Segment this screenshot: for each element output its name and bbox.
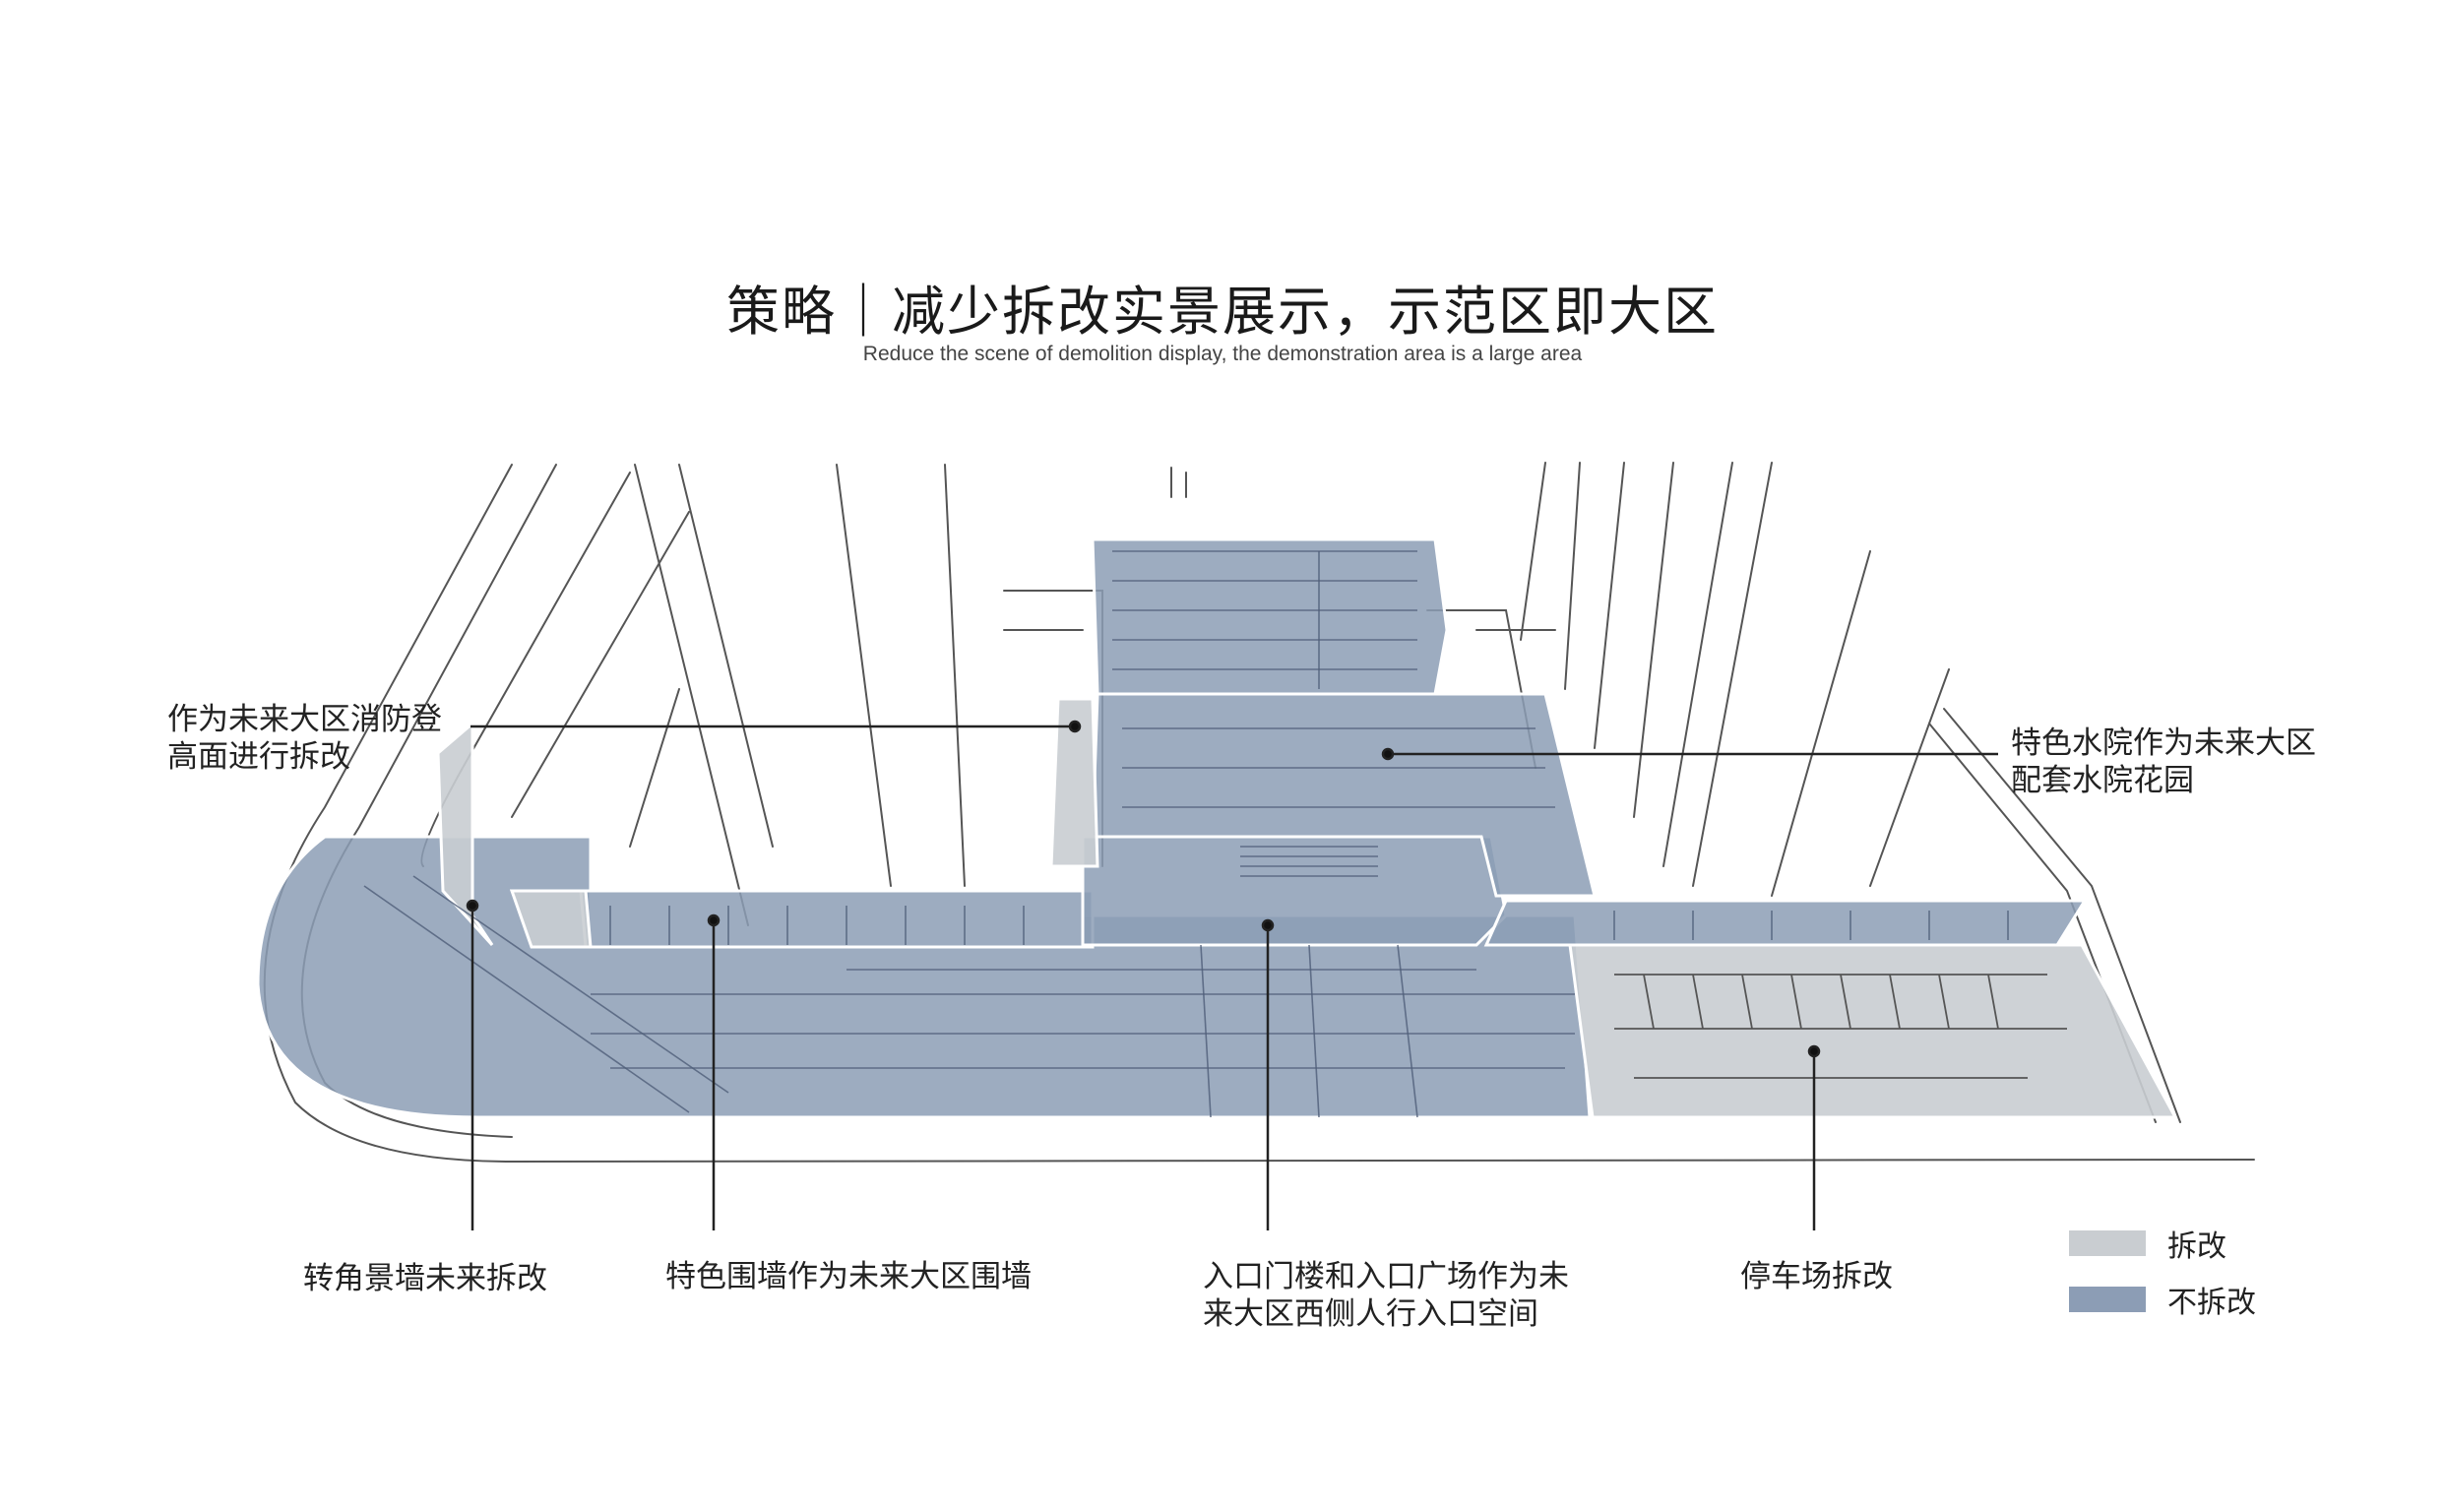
callout-feature-wall-line1: 特色围墙作为未来大区围墙	[665, 1259, 1032, 1294]
callout-feature-wall: 特色围墙作为未来大区围墙	[665, 1258, 1032, 1295]
legend-demolish: 拆改	[2069, 1222, 2226, 1265]
callout-entrance-line1: 入口门楼和入口广场作为未	[1203, 1259, 1569, 1294]
parking-bays	[1614, 974, 2067, 1079]
page-title: 策略｜减少拆改实景展示，示范区即大区	[726, 281, 1719, 343]
legend-keep: 不拆改	[2069, 1278, 2256, 1321]
callout-fire-access-line2: 高面进行拆改	[167, 739, 350, 775]
callout-entrance: 入口门楼和入口广场作为未 来大区西侧人行入口空间	[1203, 1258, 1569, 1333]
callout-fire-access: 作为未来大区消防登 高面进行拆改	[167, 701, 442, 776]
legend-demolish-swatch	[2069, 1230, 2146, 1256]
callout-corner-wall-line1: 转角景墙未来拆改	[303, 1261, 547, 1296]
legend-keep-label: 不拆改	[2167, 1286, 2256, 1320]
callout-fire-access-line1: 作为未来大区消防登	[167, 702, 442, 737]
legend-keep-swatch	[2069, 1287, 2146, 1312]
callout-parking-line1: 停车场拆改	[1740, 1259, 1893, 1294]
callout-water-court-line1: 特色水院作为未来大区	[2011, 725, 2316, 761]
demolish-areas	[436, 697, 2178, 1119]
area-texture-lines	[363, 550, 2009, 1118]
callout-water-court: 特色水院作为未来大区 配套水院花园	[2011, 724, 2316, 799]
legend-demolish-label: 拆改	[2167, 1229, 2226, 1264]
page-subtitle: Reduce the scene of demolition display, …	[862, 343, 1583, 365]
callout-entrance-line2: 来大区西侧人行入口空间	[1203, 1296, 1538, 1332]
callout-water-court-line2: 配套水院花园	[2011, 763, 2194, 798]
callout-parking: 停车场拆改	[1740, 1258, 1893, 1295]
leader-lines	[466, 720, 1998, 1230]
callout-corner-wall: 转角景墙未来拆改	[303, 1260, 547, 1297]
